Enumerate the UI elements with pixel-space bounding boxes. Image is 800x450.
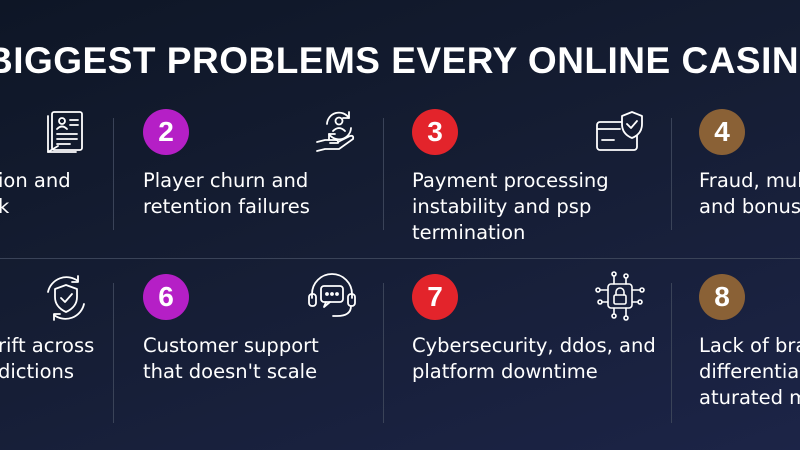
number-badge: 6 [143,274,189,320]
card-text-line: k [0,195,10,218]
card-text-line: platform downtime [412,360,598,383]
card-text-line: Payment processing [412,169,609,192]
card-text: Fraud, mul and bonus [699,168,800,220]
card-text-line: that doesn't scale [143,360,318,383]
card-text: Payment processing instability and psp t… [412,168,609,246]
card-text: Customer support that doesn't scale [143,333,319,385]
number-badge: 7 [412,274,458,320]
card-text-line: termination [412,221,526,244]
column-divider [383,283,384,423]
card-text-line: Fraud, mul [699,169,800,192]
headset-chat-icon [306,270,358,322]
card-text-line: differentia [699,360,800,383]
card-text-line: rift across [0,334,95,357]
row-divider [0,258,800,259]
hand-user-refresh-icon [313,104,365,156]
card-text: ion and k [0,168,71,220]
card-text-line: instability and psp [412,195,592,218]
column-divider [113,118,114,230]
column-divider [383,118,384,230]
card-text-line: Cybersecurity, ddos, and [412,334,656,357]
document-checklist-icon [40,106,92,158]
card-shield-icon [594,106,646,158]
number-badge: 4 [699,109,745,155]
card-text: Lack of bra differentia aturated m [699,333,800,411]
card-text-line: retention failures [143,195,310,218]
card-text-line: dictions [0,360,75,383]
column-divider [113,283,114,423]
card-text: Player churn and retention failures [143,168,310,220]
card-text-line: aturated m [699,386,800,409]
card-text: Cybersecurity, ddos, and platform downti… [412,333,656,385]
column-divider [671,283,672,423]
page-title: BIGGEST PROBLEMS EVERY ONLINE CASINO [0,40,800,81]
card-text-line: ion and [0,169,71,192]
card-text-line: Customer support [143,334,319,357]
number-badge: 8 [699,274,745,320]
card-text: rift across dictions [0,333,94,385]
card-text-line: and bonus [699,195,800,218]
circuit-lock-icon [594,270,646,322]
column-divider [671,118,672,230]
card-text-line: Lack of bra [699,334,800,357]
card-text-line: Player churn and [143,169,309,192]
number-badge: 2 [143,109,189,155]
number-badge: 3 [412,109,458,155]
shield-cycle-icon [40,272,92,324]
